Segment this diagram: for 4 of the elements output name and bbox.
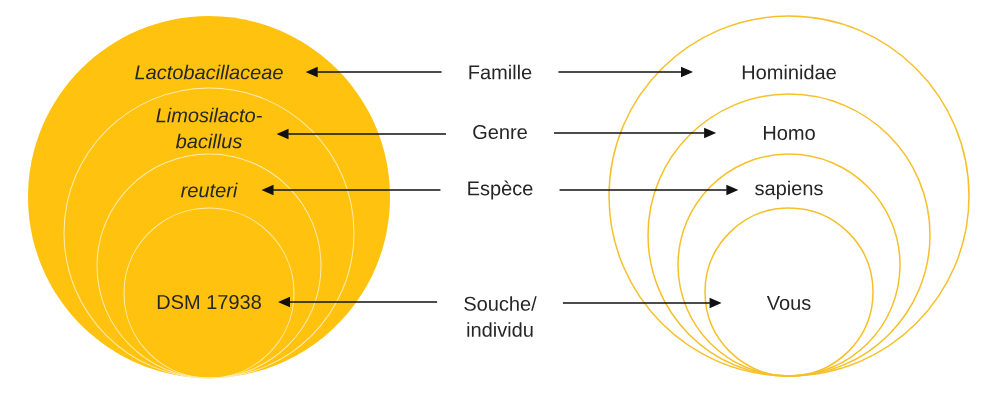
rank-label: Famille [469,64,532,80]
rank-label: Souche/ individu [464,296,537,337]
rank-label: Genre [473,124,527,140]
rank-label: Espèce [468,180,533,200]
